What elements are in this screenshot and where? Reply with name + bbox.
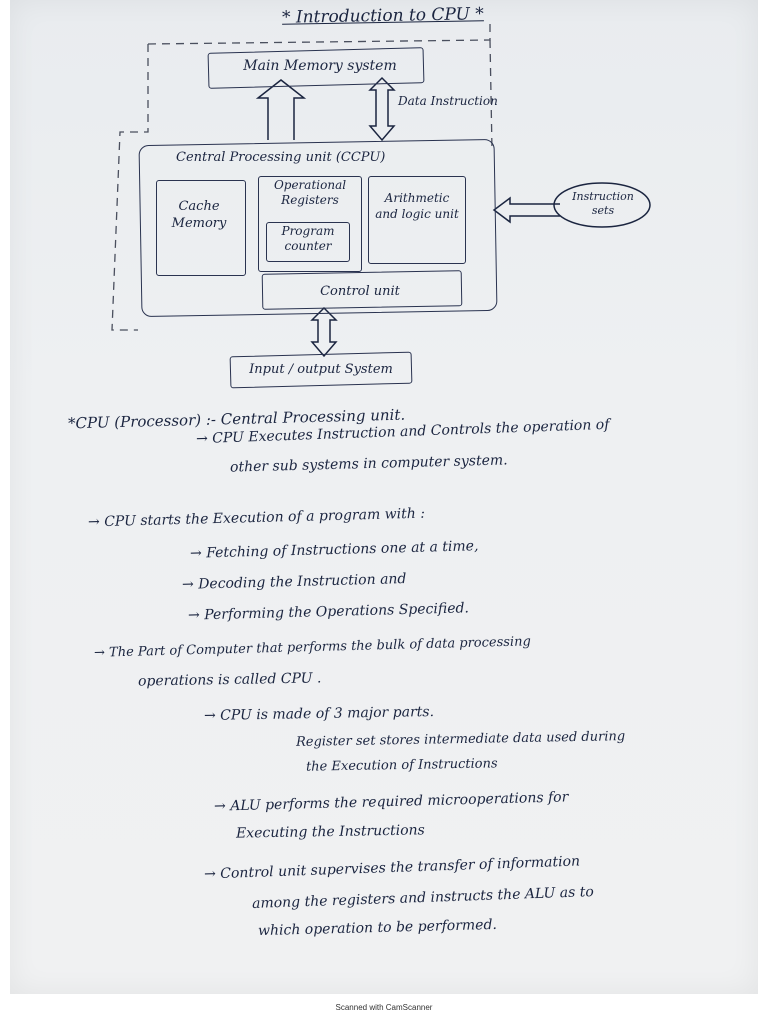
- dashed-bus-outline: [111, 44, 149, 331]
- data-bidirectional-arrow-icon: [368, 76, 396, 142]
- cache-memory-label: Cache Memory: [171, 199, 227, 231]
- note-line-13: Executing the Instructions: [235, 822, 425, 842]
- notebook-page: [10, 0, 758, 994]
- cpu-diagram: [111, 18, 651, 358]
- instruction-sets-label: Instruction sets: [572, 190, 634, 217]
- alu-label: Arithmetic and logic unit: [375, 191, 459, 221]
- operational-registers-box: [258, 176, 362, 272]
- memory-up-arrow-icon: [255, 79, 307, 140]
- instruction-arrow-icon: [492, 196, 560, 224]
- cache-memory-box: [156, 180, 246, 276]
- dashed-bus-right: [489, 39, 493, 151]
- io-bidirectional-arrow-icon: [310, 306, 338, 358]
- instruction-sets-ellipse: [553, 182, 651, 228]
- program-counter-label: Program counter: [281, 224, 335, 253]
- operational-registers-label: Operational Registers: [273, 178, 347, 207]
- program-counter-box: [266, 222, 350, 262]
- dashed-bus-top: [147, 18, 491, 45]
- data-instruction-label: Data Instruction: [398, 94, 498, 108]
- scanner-watermark: Scanned with CamScanner: [335, 1003, 433, 1012]
- alu-box: [368, 176, 466, 264]
- main-memory-label: Main Memory system: [243, 58, 397, 74]
- cpu-label: Central Processing unit (CCPU): [176, 150, 386, 165]
- control-unit-label: Control unit: [320, 284, 400, 299]
- note-line-8: operations is called CPU .: [137, 670, 322, 690]
- io-system-label: Input / output System: [249, 362, 393, 377]
